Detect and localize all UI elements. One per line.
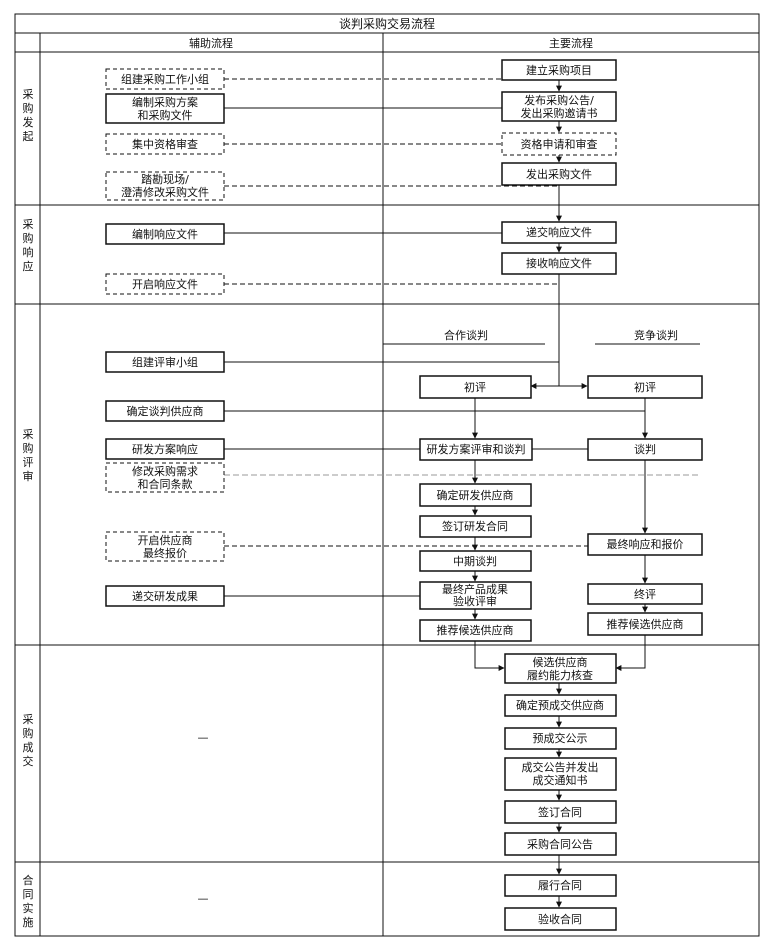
main-box-receive-response: 接收响应文件: [501, 252, 617, 275]
aux-box-modify-req: 修改采购需求和合同条款: [105, 462, 225, 493]
main-box-publish-notice: 发布采购公告/发出采购邀请书: [501, 91, 617, 122]
page-title: 谈判采购交易流程: [339, 16, 435, 31]
svg-text:发布采购公告/发出采购邀请书: 发布采购公告/发出采购邀请书: [521, 93, 598, 120]
svg-text:中期谈判: 中期谈判: [453, 555, 497, 568]
header-auxiliary: 辅助流程: [189, 36, 233, 50]
aux-box-form-team: 组建采购工作小组: [105, 68, 225, 90]
main-box-sign-contract: 签订合同: [504, 800, 617, 824]
coop-box-determine-rd: 确定研发供应商: [419, 483, 532, 507]
svg-text:最终产品成果验收评审: 最终产品成果验收评审: [442, 582, 508, 608]
svg-text:建立采购项目: 建立采购项目: [526, 63, 592, 77]
aux-box-open-response: 开启响应文件: [105, 273, 225, 295]
aux-box-form-review-team: 组建评审小组: [105, 351, 225, 373]
svg-text:验收合同: 验收合同: [538, 912, 582, 926]
aux-box-determine-supplier: 确定谈判供应商: [105, 400, 225, 422]
svg-text:签订研发合同: 签订研发合同: [442, 519, 508, 533]
svg-text:签订合同: 签订合同: [538, 805, 582, 819]
header-main: 主要流程: [549, 36, 593, 50]
connectors: [224, 80, 648, 908]
main-box-accept-contract: 验收合同: [504, 907, 617, 931]
coop-box-final-accept: 最终产品成果验收评审: [419, 581, 532, 610]
stage-label-contract: 合同实施: [23, 873, 34, 929]
main-box-perform-contract: 履行合同: [504, 874, 617, 897]
table-grid: [14, 13, 760, 937]
aux-box-submit-rd: 递交研发成果: [105, 585, 225, 607]
branch-label-competitive: 竞争谈判: [634, 328, 678, 342]
dashed-connectors: [224, 78, 588, 547]
svg-text:递交研发成果: 递交研发成果: [132, 589, 198, 603]
svg-text:编制采购方案和采购文件: 编制采购方案和采购文件: [132, 95, 198, 122]
svg-text:预成交公示: 预成交公示: [533, 731, 588, 745]
svg-text:初评: 初评: [634, 380, 656, 394]
comp-box-initial: 初评: [587, 375, 703, 399]
svg-text:踏勘现场/澄清修改采购文件: 踏勘现场/澄清修改采购文件: [121, 172, 209, 199]
branch-label-cooperative: 合作谈判: [444, 328, 488, 342]
svg-text:成交公告并发出成交通知书: 成交公告并发出成交通知书: [522, 760, 599, 787]
svg-text:资格申请和审查: 资格申请和审查: [521, 137, 598, 151]
svg-text:推荐候选供应商: 推荐候选供应商: [607, 617, 684, 631]
svg-text:开启响应文件: 开启响应文件: [132, 277, 198, 291]
svg-text:编制响应文件: 编制响应文件: [132, 227, 198, 241]
empty-marker-deal: —: [198, 731, 209, 744]
svg-text:研发方案评审和谈判: 研发方案评审和谈判: [427, 442, 526, 456]
svg-text:初评: 初评: [464, 380, 486, 394]
aux-box-open-final-quote: 开启供应商最终报价: [105, 531, 225, 562]
empty-marker-contract: —: [198, 892, 209, 905]
aux-box-central-qual: 集中资格审查: [105, 133, 225, 155]
svg-text:组建评审小组: 组建评审小组: [132, 355, 198, 369]
svg-text:谈判: 谈判: [634, 443, 656, 456]
stage-label-deal: 采购成交: [23, 713, 34, 768]
main-box-deal-notice: 成交公告并发出成交通知书: [504, 757, 617, 791]
main-box-submit-response: 递交响应文件: [501, 221, 617, 244]
coop-box-midterm: 中期谈判: [419, 550, 532, 572]
aux-box-rd-response: 研发方案响应: [105, 438, 225, 460]
svg-text:最终响应和报价: 最终响应和报价: [607, 537, 684, 551]
coop-box-sign-rd: 签订研发合同: [419, 515, 532, 538]
main-box-establish-project: 建立采购项目: [501, 59, 617, 81]
comp-box-recommend: 推荐候选供应商: [587, 612, 703, 636]
stage-label-response: 采购响应: [23, 218, 34, 273]
svg-text:候选供应商履约能力核查: 候选供应商履约能力核查: [527, 655, 593, 682]
svg-text:开启供应商最终报价: 开启供应商最终报价: [138, 533, 193, 560]
aux-box-prepare-response: 编制响应文件: [105, 223, 225, 245]
coop-box-rd-review: 研发方案评审和谈判: [419, 438, 533, 461]
svg-text:递交响应文件: 递交响应文件: [526, 225, 592, 239]
svg-text:接收响应文件: 接收响应文件: [526, 256, 592, 270]
aux-box-site-visit: 踏勘现场/澄清修改采购文件: [105, 171, 225, 201]
svg-text:推荐候选供应商: 推荐候选供应商: [437, 623, 514, 637]
svg-text:研发方案响应: 研发方案响应: [132, 442, 198, 456]
main-box-issue-docs: 发出采购文件: [501, 162, 617, 186]
coop-box-recommend: 推荐候选供应商: [419, 619, 532, 642]
svg-text:组建采购工作小组: 组建采购工作小组: [121, 72, 209, 86]
comp-box-final-review: 终评: [587, 583, 703, 605]
stage-label-review: 采购评审: [23, 428, 34, 483]
main-box-pre-publicity: 预成交公示: [504, 727, 617, 750]
main-box-candidate-check: 候选供应商履约能力核查: [504, 653, 617, 684]
main-box-determine-pre: 确定预成交供应商: [504, 694, 617, 717]
svg-text:修改采购需求和合同条款: 修改采购需求和合同条款: [132, 464, 198, 491]
comp-box-negotiate: 谈判: [587, 438, 703, 461]
svg-text:履行合同: 履行合同: [538, 878, 582, 892]
svg-text:确定研发供应商: 确定研发供应商: [437, 488, 514, 502]
stage-label-initiation: 采购发起: [23, 88, 34, 143]
aux-box-prepare-plan: 编制采购方案和采购文件: [105, 93, 225, 124]
comp-box-final-response: 最终响应和报价: [587, 533, 703, 556]
coop-box-initial: 初评: [419, 375, 532, 399]
svg-text:集中资格审查: 集中资格审查: [132, 137, 198, 151]
svg-text:确定预成交供应商: 确定预成交供应商: [516, 698, 604, 712]
svg-text:发出采购文件: 发出采购文件: [526, 167, 592, 181]
svg-text:确定谈判供应商: 确定谈判供应商: [127, 404, 204, 418]
main-box-qual-apply: 资格申请和审查: [501, 132, 617, 156]
svg-text:终评: 终评: [634, 587, 656, 601]
main-box-contract-notice: 采购合同公告: [504, 832, 617, 856]
svg-text:采购合同公告: 采购合同公告: [527, 837, 593, 851]
